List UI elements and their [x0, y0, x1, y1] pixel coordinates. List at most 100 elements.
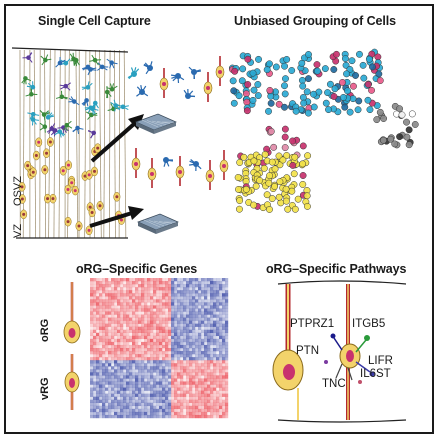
heatmap-cell: [171, 357, 174, 360]
heatmap-cell: [195, 281, 198, 284]
heatmap-cell: [153, 333, 156, 336]
heatmap-cell: [111, 293, 114, 296]
heatmap-cell: [144, 415, 147, 418]
heatmap-cell: [183, 412, 186, 415]
scatter-point-cyan-group: [282, 75, 288, 81]
heatmap-cell: [105, 357, 108, 360]
captured-cell: [128, 67, 139, 78]
heatmap-cell: [147, 388, 150, 391]
heatmap-cell: [138, 345, 141, 348]
heatmap-cell: [99, 394, 102, 397]
heatmap-cell: [114, 333, 117, 336]
heatmap-cell: [189, 305, 192, 308]
scatter-point-grey-group: [409, 111, 415, 117]
heatmap-cell: [168, 321, 171, 324]
heatmap-cell: [186, 321, 189, 324]
heatmap-cell: [222, 363, 225, 366]
heatmap-cell: [225, 354, 228, 357]
heatmap-cell: [159, 345, 162, 348]
heatmap-cell: [168, 290, 171, 293]
heatmap-cell: [105, 336, 108, 339]
heatmap-cell: [99, 385, 102, 388]
heatmap-cell: [111, 284, 114, 287]
heatmap-cell: [219, 330, 222, 333]
heatmap-cell: [204, 354, 207, 357]
heatmap-cell: [198, 351, 201, 354]
heatmap-cell: [126, 385, 129, 388]
heatmap-cell: [132, 357, 135, 360]
heatmap-cell: [210, 324, 213, 327]
heatmap-cell: [120, 400, 123, 403]
heatmap-cell: [225, 318, 228, 321]
heatmap-cell: [132, 302, 135, 305]
heatmap-cell: [222, 318, 225, 321]
heatmap-cell: [213, 287, 216, 290]
heatmap-cell: [207, 305, 210, 308]
heatmap-cell: [213, 296, 216, 299]
heatmap-cell: [189, 394, 192, 397]
heatmap-cell: [222, 336, 225, 339]
heatmap-cell: [129, 318, 132, 321]
scatter-point-grey-group: [403, 119, 409, 125]
scatter-point-cyan-group: [281, 83, 287, 89]
heatmap-cell: [186, 415, 189, 418]
heatmap-cell: [195, 415, 198, 418]
heatmap-cell: [99, 348, 102, 351]
heatmap-cell: [195, 321, 198, 324]
scatter-point-yellow-group: [292, 154, 298, 160]
heatmap-cell: [201, 366, 204, 369]
heatmap-cell: [162, 324, 165, 327]
heatmap-cell: [183, 302, 186, 305]
heatmap-cell: [144, 290, 147, 293]
heatmap-cell: [174, 308, 177, 311]
heatmap-cell: [150, 372, 153, 375]
heatmap-cell: [135, 336, 138, 339]
heatmap-cell: [159, 366, 162, 369]
pathways-illustration: [238, 278, 438, 428]
heatmap-cell: [165, 372, 168, 375]
scatter-point-cyan-group: [368, 87, 374, 93]
heatmap-cell: [216, 330, 219, 333]
scatter-point-cyan-group: [310, 91, 316, 97]
heatmap-cell: [135, 290, 138, 293]
scatter-point-yellow-group: [300, 172, 306, 178]
captured-cell: [144, 61, 153, 73]
heatmap-cell: [225, 308, 228, 311]
scatter-point-cyan-group: [366, 56, 372, 62]
heatmap-cell: [96, 333, 99, 336]
heatmap-cell: [210, 281, 213, 284]
heatmap-cell: [213, 342, 216, 345]
heatmap-cell: [105, 397, 108, 400]
scatter-point-grey-group: [404, 134, 410, 140]
heatmap-cell: [144, 357, 147, 360]
heatmap-cell: [93, 406, 96, 409]
heatmap-cell: [99, 397, 102, 400]
heatmap-cell: [156, 385, 159, 388]
heatmap-cell: [150, 357, 153, 360]
heatmap-cell: [159, 412, 162, 415]
heatmap-cell: [90, 336, 93, 339]
heatmap-cell: [153, 330, 156, 333]
heatmap-cell: [159, 342, 162, 345]
heatmap-cell: [147, 394, 150, 397]
scatter-point-cyan-group: [327, 81, 333, 87]
heatmap-cell: [114, 357, 117, 360]
heatmap-cell: [102, 412, 105, 415]
heatmap-cell: [108, 366, 111, 369]
heatmap-cell: [96, 363, 99, 366]
heatmap-cell: [111, 342, 114, 345]
heatmap-cell: [198, 388, 201, 391]
heatmap-cell: [141, 308, 144, 311]
scatter-point-yellow-group: [253, 183, 259, 189]
heatmap-cell: [90, 403, 93, 406]
heatmap-cell: [117, 406, 120, 409]
heatmap-cell: [111, 357, 114, 360]
heatmap-cell: [123, 311, 126, 314]
heatmap-cell: [150, 385, 153, 388]
heatmap-cell: [108, 412, 111, 415]
scatter-point-yellow-group: [289, 188, 295, 194]
heatmap-cell: [135, 388, 138, 391]
heatmap-cell: [99, 345, 102, 348]
heatmap-cell: [177, 372, 180, 375]
heatmap-cell: [123, 400, 126, 403]
